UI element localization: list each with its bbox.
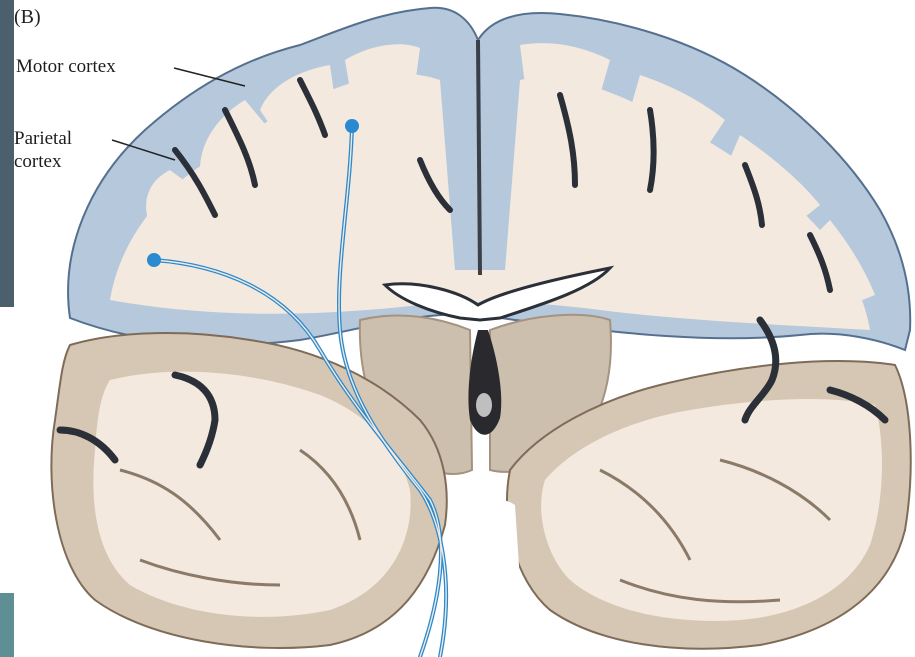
motor-cortex-label: Motor cortex bbox=[16, 55, 116, 78]
parietal-cortex-label-line1: Parietal bbox=[14, 127, 114, 150]
panel-label: (B) bbox=[14, 6, 41, 29]
left-edge-bar-bottom bbox=[0, 593, 14, 657]
brainstem-gap bbox=[440, 497, 525, 657]
left-edge-bar-top bbox=[0, 0, 14, 307]
longitudinal-fissure bbox=[478, 40, 480, 275]
parietal-cortex-label: Parietal cortex bbox=[14, 127, 114, 173]
parietal-cortex-origin-dot bbox=[147, 253, 161, 267]
motor-cortex-origin-dot bbox=[345, 119, 359, 133]
parietal-cortex-label-line2: cortex bbox=[14, 150, 114, 173]
third-ventricle-highlight bbox=[476, 393, 492, 417]
